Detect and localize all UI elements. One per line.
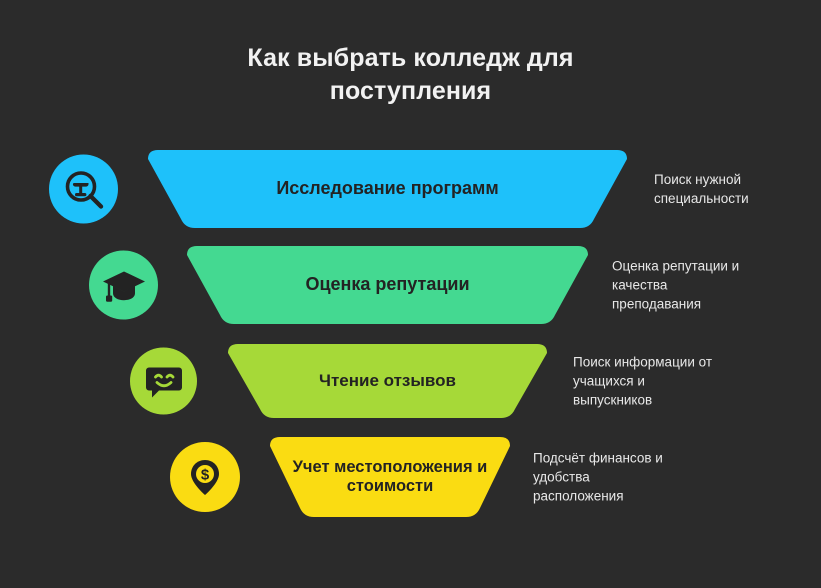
funnel-label-4: Учет местоположения и стоимости: [292, 457, 488, 495]
funnel-segment-3: Чтение отзывов: [219, 343, 556, 419]
caption-line: Поиск информации от: [573, 354, 713, 370]
step-caption-1: Поиск нужной специальности: [654, 170, 809, 208]
funnel-shape-4: [261, 436, 519, 518]
funnel-step-row: $ Учет местоположения и стоимости Подсчё…: [0, 429, 821, 525]
caption-line: Подсчёт финансов и: [533, 450, 663, 466]
caption-line: качества: [612, 277, 668, 293]
funnel-label-3: Чтение отзывов: [319, 370, 456, 390]
caption-line: специальности: [654, 191, 749, 206]
funnel-segment-1: Исследование программ: [139, 149, 636, 229]
caption-line: расположения: [533, 488, 624, 504]
page-title: Как выбрать колледж для поступления: [247, 44, 574, 105]
step-caption-4: Подсчёт финансов и удобства расположения: [533, 449, 713, 506]
step-caption-2: Оценка репутации и качества преподавания: [612, 257, 772, 314]
funnel-label-1: Исследование программ: [276, 178, 499, 199]
map-pin-dollar-icon: $: [183, 455, 227, 499]
magnifier-lectern-icon: [61, 166, 107, 212]
step-icon-badge-2: [89, 250, 158, 320]
step-icon-badge-3: [130, 347, 197, 415]
caption-line: преподавания: [612, 296, 702, 312]
smiling-speech-bubble-icon: [142, 359, 186, 403]
step-icon-badge-1: [49, 154, 118, 224]
funnel-step-row: Оценка репутации Оценка репутации и каче…: [0, 237, 821, 333]
caption-line: учащихся и: [573, 373, 645, 389]
funnel-label-2: Оценка репутации: [305, 274, 470, 295]
funnel-segment-4: Учет местоположения и стоимости: [261, 436, 519, 518]
funnel-steps-list: Исследование программ Поиск нужной специ…: [0, 141, 821, 525]
funnel-step-row: Исследование программ Поиск нужной специ…: [0, 141, 821, 237]
svg-text:$: $: [201, 467, 210, 484]
step-caption-3: Поиск информации от учащихся и выпускник…: [573, 353, 748, 410]
caption-line: Поиск нужной: [654, 172, 742, 187]
funnel-shape-2: [178, 245, 597, 325]
graduation-cap-icon: [101, 262, 147, 308]
funnel-segment-2: Оценка репутации: [178, 245, 597, 325]
caption-line: Оценка репутации и: [612, 258, 740, 274]
funnel-shape-3: [219, 343, 556, 419]
funnel-shape-1: [139, 149, 636, 229]
funnel-step-row: Чтение отзывов Поиск информации от учащи…: [0, 333, 821, 429]
caption-line: удобства: [533, 469, 590, 485]
caption-line: выпускников: [573, 392, 653, 408]
step-icon-badge-4: $: [170, 442, 240, 512]
